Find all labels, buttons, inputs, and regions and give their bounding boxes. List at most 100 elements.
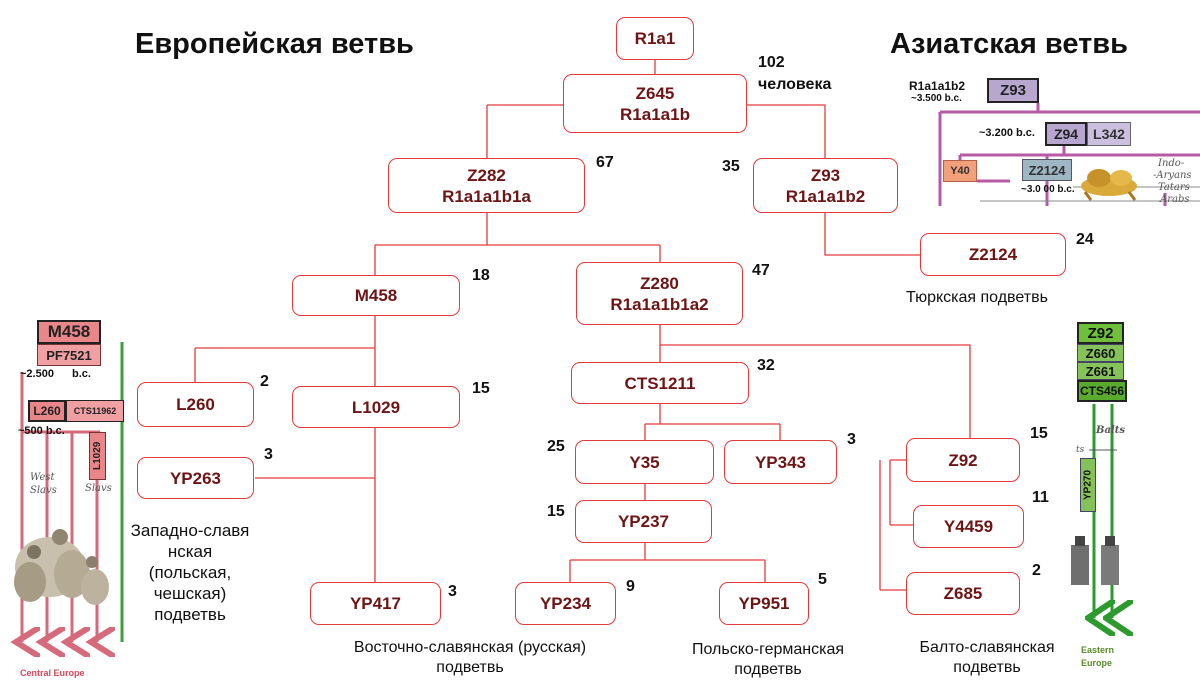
- right-inset-footer-1: Eastern: [1081, 645, 1115, 655]
- node-yp234: YP234: [515, 582, 616, 625]
- eastern-europe-inset: Z92 Z660 Z661 CTS456 Balts ts YP270 East…: [1067, 318, 1200, 695]
- node-l260: L260: [137, 382, 254, 427]
- node-r1a1-label: R1a1: [634, 29, 676, 48]
- west-slavic-line-3: (польская,: [148, 563, 232, 582]
- right-inset-z92-box: Z92: [1077, 322, 1124, 344]
- central-europe-inset-lines: [0, 342, 124, 695]
- right-inset-cts456-box: CTS456: [1077, 380, 1127, 402]
- polish-german-line-2: подветвь: [734, 661, 802, 678]
- node-z645-count: 102: [758, 54, 785, 71]
- node-m458: M458: [292, 275, 460, 316]
- asian-inset-people-2: -Aryans: [1153, 170, 1192, 181]
- left-inset-m458-box: M458: [37, 320, 101, 344]
- node-z282-count: 67: [596, 154, 614, 171]
- polish-german-subbranch-label: Польско-германская подветвь: [668, 640, 868, 680]
- eastern-europe-inset-lines: [1071, 404, 1200, 695]
- node-l260-label: L260: [176, 395, 215, 414]
- right-inset-z660-box: Z660: [1077, 344, 1124, 362]
- node-yp417-label: YP417: [349, 594, 402, 613]
- node-z93-count: 35: [722, 158, 740, 175]
- left-inset-cts11962-box: CTS11962: [66, 400, 124, 422]
- asian-inset-z94-box: Z94: [1045, 122, 1087, 146]
- node-y4459: Y4459: [913, 505, 1024, 548]
- asian-inset-root-date: ~3.500 b.c.: [911, 93, 962, 104]
- node-m458-count: 18: [472, 267, 490, 284]
- node-z282-label: Z282: [467, 165, 506, 185]
- node-z92-count: 15: [1030, 425, 1048, 442]
- node-yp343-label: YP343: [754, 452, 807, 472]
- node-yp343-count: 3: [847, 431, 856, 448]
- left-inset-pf7521-box: PF7521: [37, 344, 101, 366]
- node-y35-label: Y35: [629, 452, 660, 472]
- asian-branch-inset: R1a1a1b2 ~3.500 b.c. Z93 ~3.200 b.c. Z94…: [905, 70, 1200, 206]
- west-slavic-line-2: нская: [167, 542, 213, 561]
- node-z2124-label: Z2124: [968, 245, 1018, 264]
- node-l1029: L1029: [292, 386, 460, 428]
- node-y35-count: 25: [547, 438, 565, 455]
- asian-inset-l342-box: L342: [1087, 122, 1131, 146]
- right-inset-z661-box: Z661: [1077, 362, 1124, 380]
- node-yp263-count: 3: [264, 446, 273, 463]
- node-yp951-count: 5: [818, 571, 827, 588]
- node-z92: Z92: [906, 438, 1020, 482]
- left-inset-l1029-box: L1029: [89, 432, 106, 480]
- golden-artifact-icon: [1081, 169, 1137, 201]
- node-yp263-label: YP263: [169, 468, 222, 488]
- east-slavic-subbranch-label: Восточно-славянская (русская) подветвь: [325, 638, 615, 678]
- node-y35: Y35: [575, 440, 714, 484]
- asian-inset-people-4: Arabs: [1160, 194, 1190, 205]
- node-z685-count: 2: [1032, 562, 1041, 579]
- node-z280-sublabel: R1a1a1b1a2: [610, 294, 709, 314]
- central-europe-inset: M458 PF7521 ~2.500 b.c. L260 CTS11962 ~5…: [0, 312, 128, 695]
- west-slavic-subbranch-label: Западно-славя нская (польская, чешская) …: [130, 520, 250, 625]
- right-inset-footer-2: Europe: [1081, 658, 1113, 668]
- turkic-subbranch-label: Тюркская подветвь: [906, 289, 1048, 306]
- node-cts1211-label: CTS1211: [624, 373, 696, 393]
- asian-inset-root-label: R1a1a1b2: [909, 79, 966, 93]
- node-yp234-count: 9: [626, 578, 635, 595]
- node-z2124-count: 24: [1076, 231, 1094, 248]
- node-l1029-count: 15: [472, 380, 490, 397]
- asian-inset-people-1: Indo-: [1158, 158, 1185, 169]
- east-slavic-line-1: Восточно-славянская (русская): [353, 639, 587, 656]
- left-inset-footer: Central Europe: [20, 668, 85, 678]
- asian-inset-z93-box: Z93: [987, 78, 1039, 103]
- asian-inset-people-3: Tatars: [1158, 182, 1190, 193]
- left-inset-west-slavs-2: Slavs: [30, 485, 57, 496]
- node-z645-count-unit: человека: [758, 76, 832, 93]
- node-cts1211: CTS1211: [571, 362, 749, 404]
- asian-inset-date-2: ~3.200 b.c.: [979, 127, 1035, 139]
- west-slavic-line-4: чешская): [153, 584, 227, 603]
- asian-inset-y40-box: Y40: [943, 160, 977, 182]
- node-yp237: YP237: [575, 500, 712, 543]
- european-branch-heading: Европейская ветвь: [135, 28, 414, 60]
- node-z280-label: Z280: [640, 273, 679, 293]
- left-inset-date-1: ~2.500: [20, 368, 54, 380]
- west-slavic-line-1: Западно-славя: [130, 521, 250, 540]
- asian-branch-heading: Азиатская ветвь: [890, 28, 1128, 60]
- node-z92-label: Z92: [948, 450, 978, 470]
- right-inset-yp270-box: YP270: [1080, 458, 1096, 512]
- node-z685: Z685: [906, 572, 1020, 615]
- node-yp417-count: 3: [448, 583, 457, 600]
- asian-inset-z2124-box: Z2124: [1022, 159, 1072, 181]
- node-z2124: Z2124: [920, 233, 1066, 276]
- node-z93-sublabel: R1a1a1b2: [785, 186, 866, 206]
- node-yp951: YP951: [719, 582, 809, 625]
- node-yp237-count: 15: [547, 503, 565, 520]
- right-inset-mark: ts: [1076, 445, 1085, 455]
- balto-slavic-line-1: Балто-славянская: [919, 639, 1055, 656]
- node-y4459-label: Y4459: [943, 517, 994, 536]
- left-inset-l260-box: L260: [28, 400, 66, 422]
- balto-slavic-line-2: подветвь: [953, 659, 1021, 676]
- node-yp263: YP263: [137, 457, 254, 499]
- node-z645-label: Z645: [635, 83, 675, 103]
- node-yp234-label: YP234: [539, 594, 592, 613]
- left-inset-slavs: Slavs: [85, 483, 112, 494]
- node-m458-label: M458: [354, 286, 398, 305]
